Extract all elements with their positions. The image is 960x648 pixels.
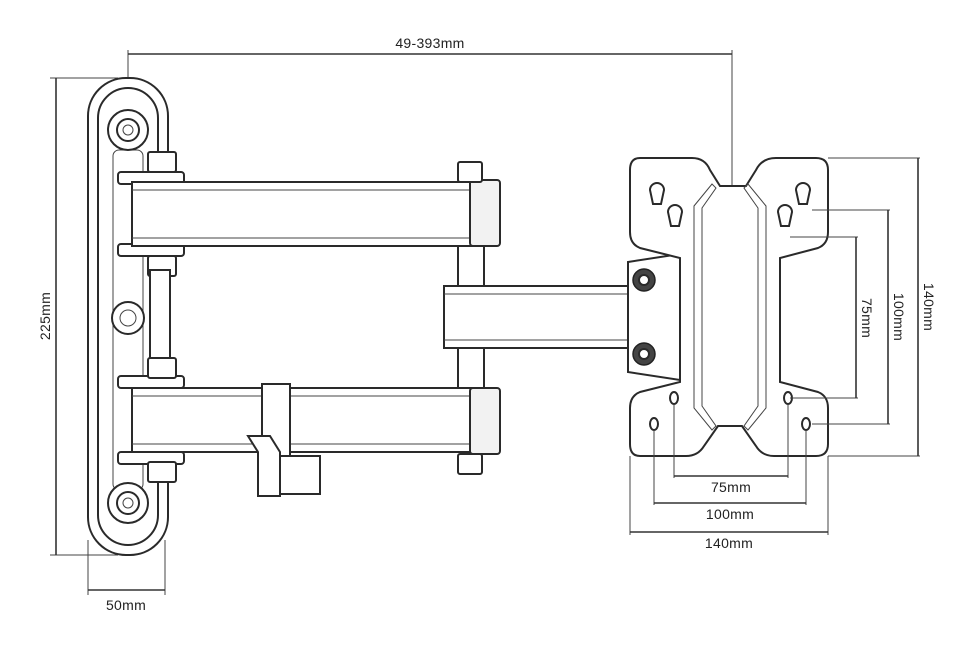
vesa-h-100-label: 100mm — [706, 506, 754, 522]
height-label: 225mm — [37, 292, 53, 340]
vesa-plate — [629, 157, 829, 457]
width-dimension: 50mm — [87, 540, 166, 613]
pivot-column — [149, 245, 485, 393]
vesa-horizontal-dimensions: 75mm 100mm 140mm — [629, 404, 829, 551]
vesa-v-140-label: 140mm — [921, 283, 937, 331]
upper-arm — [117, 151, 501, 277]
vesa-vertical-dimensions: 75mm 100mm 140mm — [790, 157, 937, 457]
height-dimension: 225mm — [37, 77, 118, 556]
extension-label: 49-393mm — [395, 35, 464, 51]
middle-arm — [443, 252, 681, 382]
vesa-v-75-label: 75mm — [859, 298, 875, 338]
extension-dimension: 49-393mm — [127, 35, 733, 186]
vesa-h-75-label: 75mm — [711, 479, 751, 495]
vesa-v-100-label: 100mm — [891, 293, 907, 341]
lower-arm — [117, 357, 501, 497]
width-label: 50mm — [106, 597, 146, 613]
vesa-h-140-label: 140mm — [705, 535, 753, 551]
